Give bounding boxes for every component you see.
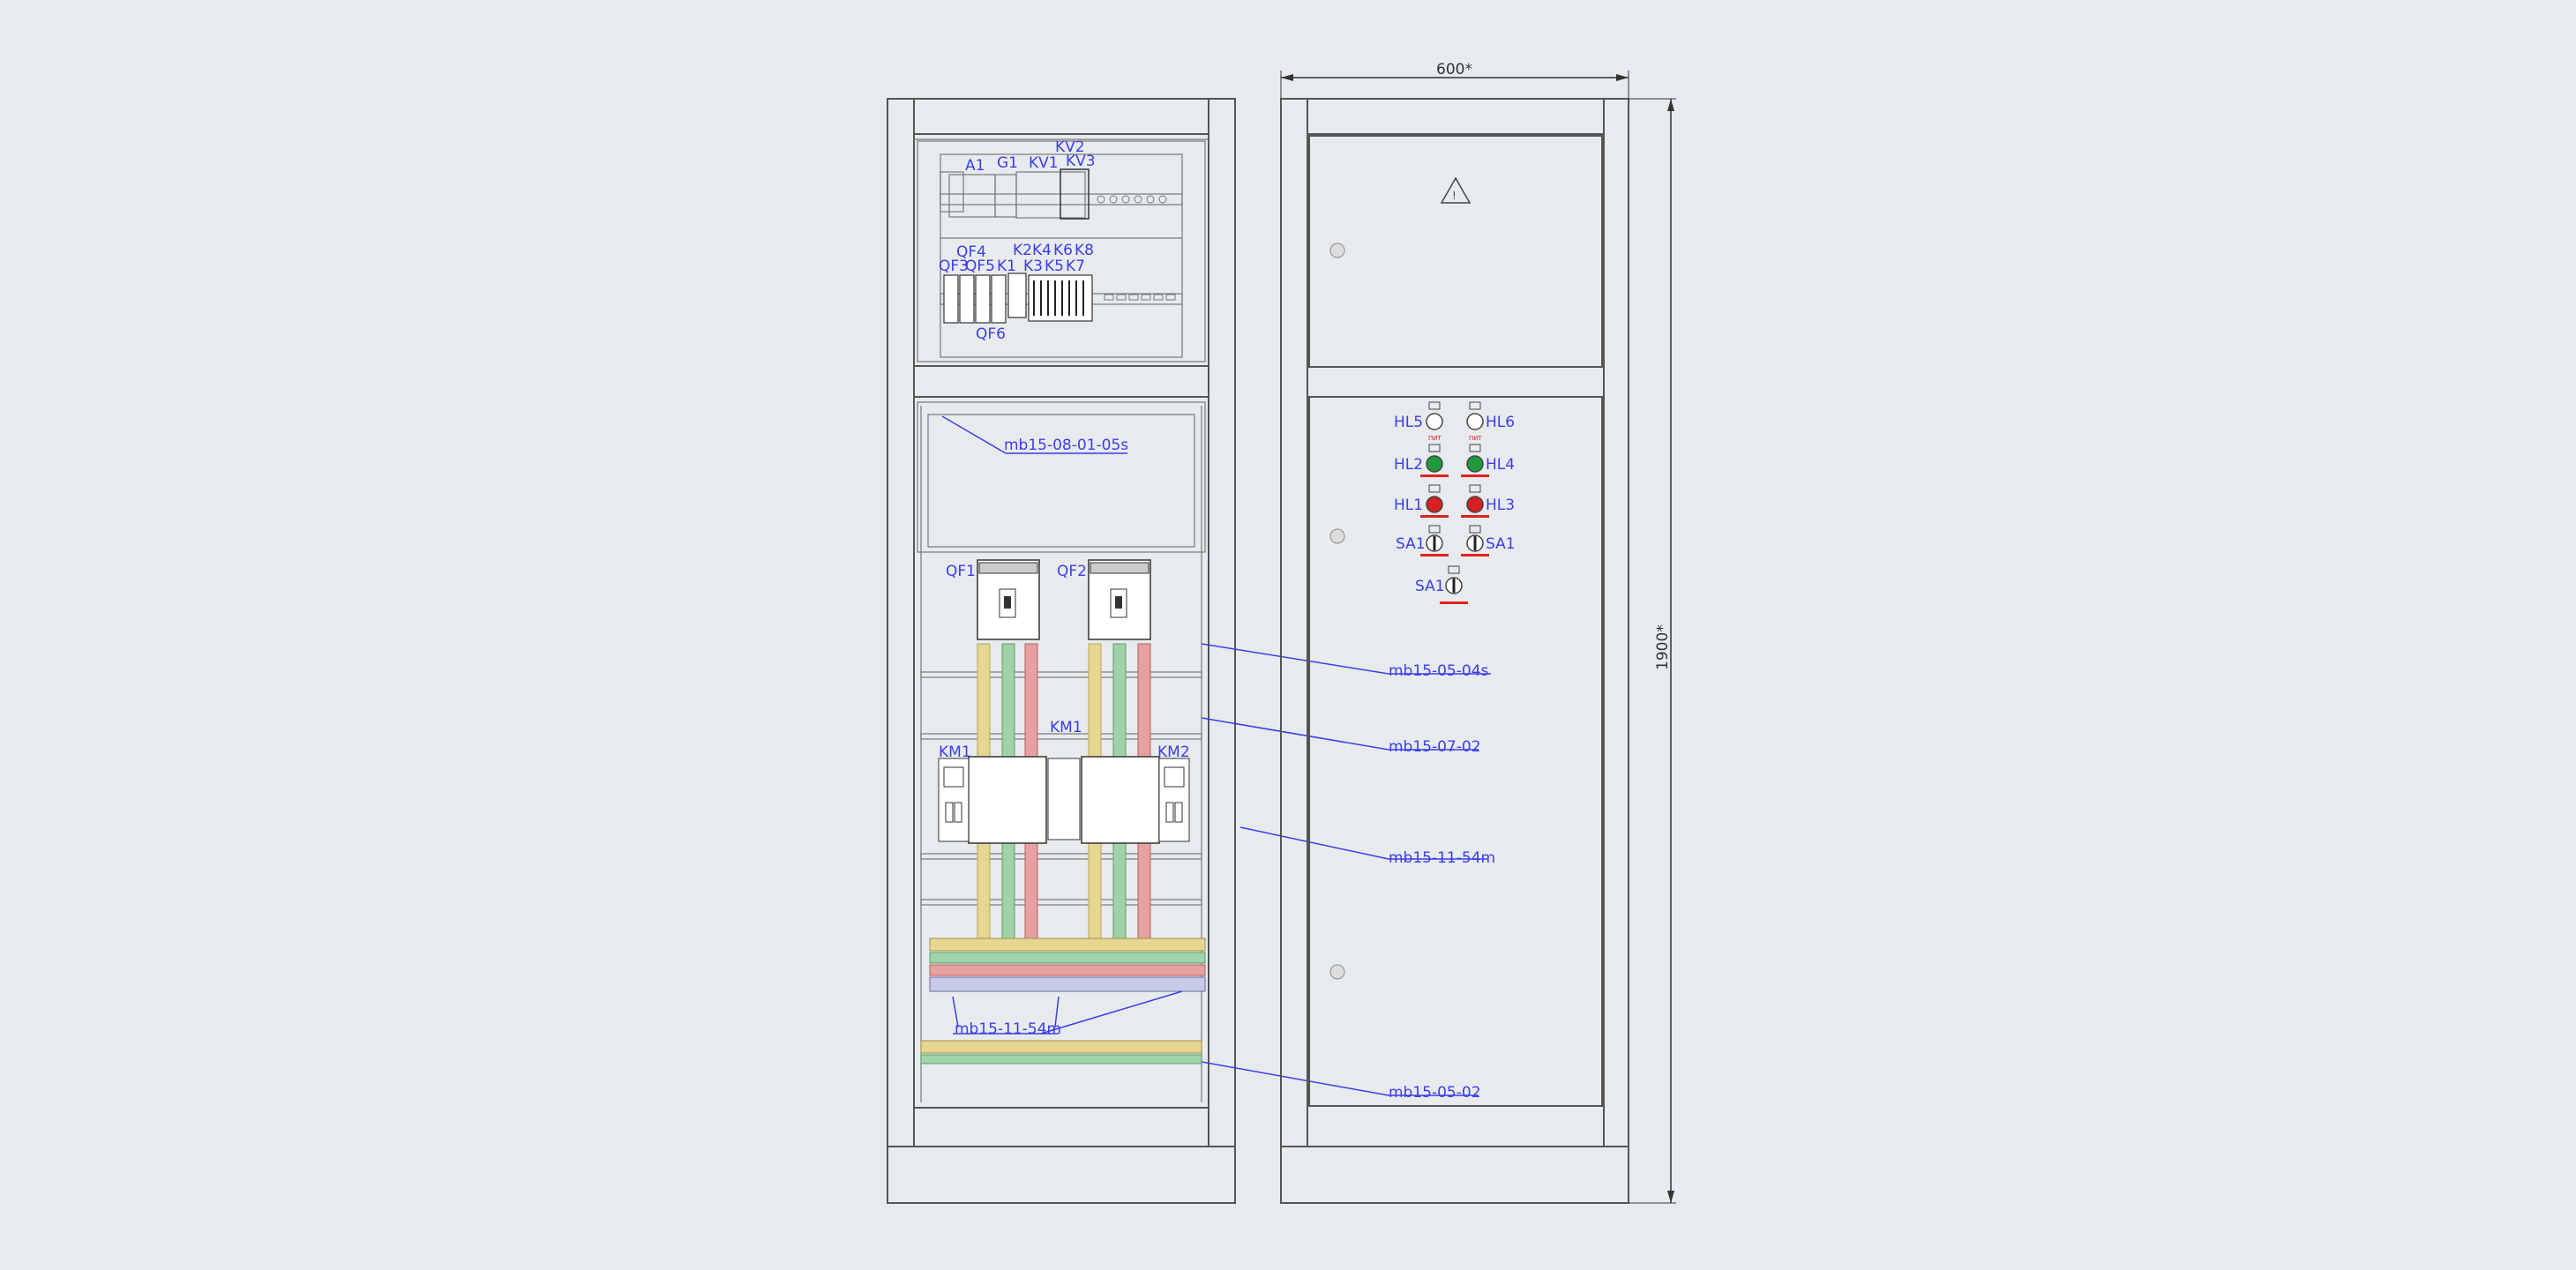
warning-triangle-icon: ! (1440, 176, 1471, 204)
upper-door (1308, 135, 1603, 368)
lamp-hl5 (1426, 413, 1443, 430)
label-qf2: QF2 (1057, 563, 1087, 580)
indicator-panel: ПИТ ПИТ (1420, 401, 1489, 604)
label-kv1: KV1 (1029, 154, 1059, 172)
label-k5: K5 (1045, 258, 1064, 275)
label-k2: K2 (1013, 242, 1032, 259)
svg-text:!: ! (1452, 190, 1456, 202)
svg-text:ПИТ: ПИТ (1469, 435, 1483, 442)
lamp-hl3 (1466, 496, 1484, 513)
contactor-km1 (938, 756, 1047, 844)
device-kv2 (1060, 168, 1090, 220)
lower-door (1308, 396, 1603, 1107)
breaker-qf2 (1088, 559, 1151, 640)
label-hl3: HL3 (1486, 497, 1515, 514)
mounting-panel (917, 401, 1206, 553)
label-sa1-left: SA1 (1396, 535, 1426, 553)
label-k8: K8 (1075, 242, 1094, 259)
label-qf1: QF1 (946, 563, 976, 580)
device-a1 (948, 174, 996, 218)
door-lock-icon[interactable] (1329, 964, 1345, 980)
label-k7: K7 (1066, 258, 1085, 275)
label-k1: K1 (997, 258, 1016, 275)
dimension-lines (1280, 71, 1676, 1204)
door-lock-icon[interactable] (1329, 243, 1345, 258)
interlock (1047, 758, 1081, 840)
label-hl5: HL5 (1394, 414, 1423, 431)
lamp-hl2 (1426, 455, 1443, 473)
door-lock-icon[interactable] (1329, 528, 1345, 544)
callout-busbar: mb15-11-54m (955, 1020, 1061, 1038)
label-km1-left: KM1 (939, 743, 971, 761)
breaker-row-qf (943, 273, 1093, 324)
left-cabinet-view: A1 G1 KV1 KV2 KV3 QF4 QF3 QF5 K1 K2 K4 K… (887, 98, 1495, 1204)
label-qf3: QF3 (939, 258, 969, 275)
label-sa1-bottom: SA1 (1415, 578, 1445, 595)
right-cabinet-view: ! ПИТ ПИТ (1280, 61, 1676, 1204)
label-qf6: QF6 (976, 325, 1006, 343)
device-a1-terminal (940, 171, 964, 213)
label-hl6: HL6 (1486, 414, 1515, 431)
device-kv (1015, 171, 1086, 219)
label-g1: G1 (997, 154, 1018, 172)
label-qf4: QF4 (956, 243, 986, 261)
lamp-hl1 (1426, 496, 1443, 513)
label-k3: K3 (1023, 258, 1043, 275)
label-hl2: HL2 (1394, 456, 1423, 474)
callout-bottom: mb15-05-02 (1389, 1084, 1481, 1102)
label-a1: A1 (965, 157, 985, 175)
label-k4: K4 (1032, 242, 1052, 259)
label-sa1-right: SA1 (1486, 535, 1516, 553)
busbar-assembly (929, 938, 1206, 992)
breaker-qf1 (977, 559, 1040, 640)
lamp-hl6 (1466, 413, 1484, 430)
callout-leaders (941, 415, 1491, 1096)
device-g1 (994, 174, 1017, 218)
contactor-km2 (1081, 756, 1190, 844)
label-kv2: KV2 (1055, 138, 1085, 156)
callout-side: mb15-11-54m (1389, 849, 1495, 867)
label-k6: K6 (1053, 242, 1073, 259)
lamp-hl4 (1466, 455, 1484, 473)
callout-rail-upper: mb15-05-04s (1389, 662, 1489, 680)
label-kv3: KV3 (1066, 153, 1096, 170)
dimension-width: 600* (1436, 61, 1472, 78)
callout-panel-top: mb15-08-01-05s (1004, 437, 1128, 454)
dimension-height: 1900* (1654, 624, 1672, 670)
label-km1-top: KM1 (1050, 719, 1082, 736)
label-hl1: HL1 (1394, 497, 1423, 514)
svg-text:ПИТ: ПИТ (1428, 435, 1442, 442)
callout-rail-mid: mb15-07-02 (1389, 738, 1481, 756)
label-hl4: HL4 (1486, 456, 1515, 474)
label-km2: KM2 (1157, 743, 1190, 761)
label-qf5: QF5 (965, 258, 995, 275)
